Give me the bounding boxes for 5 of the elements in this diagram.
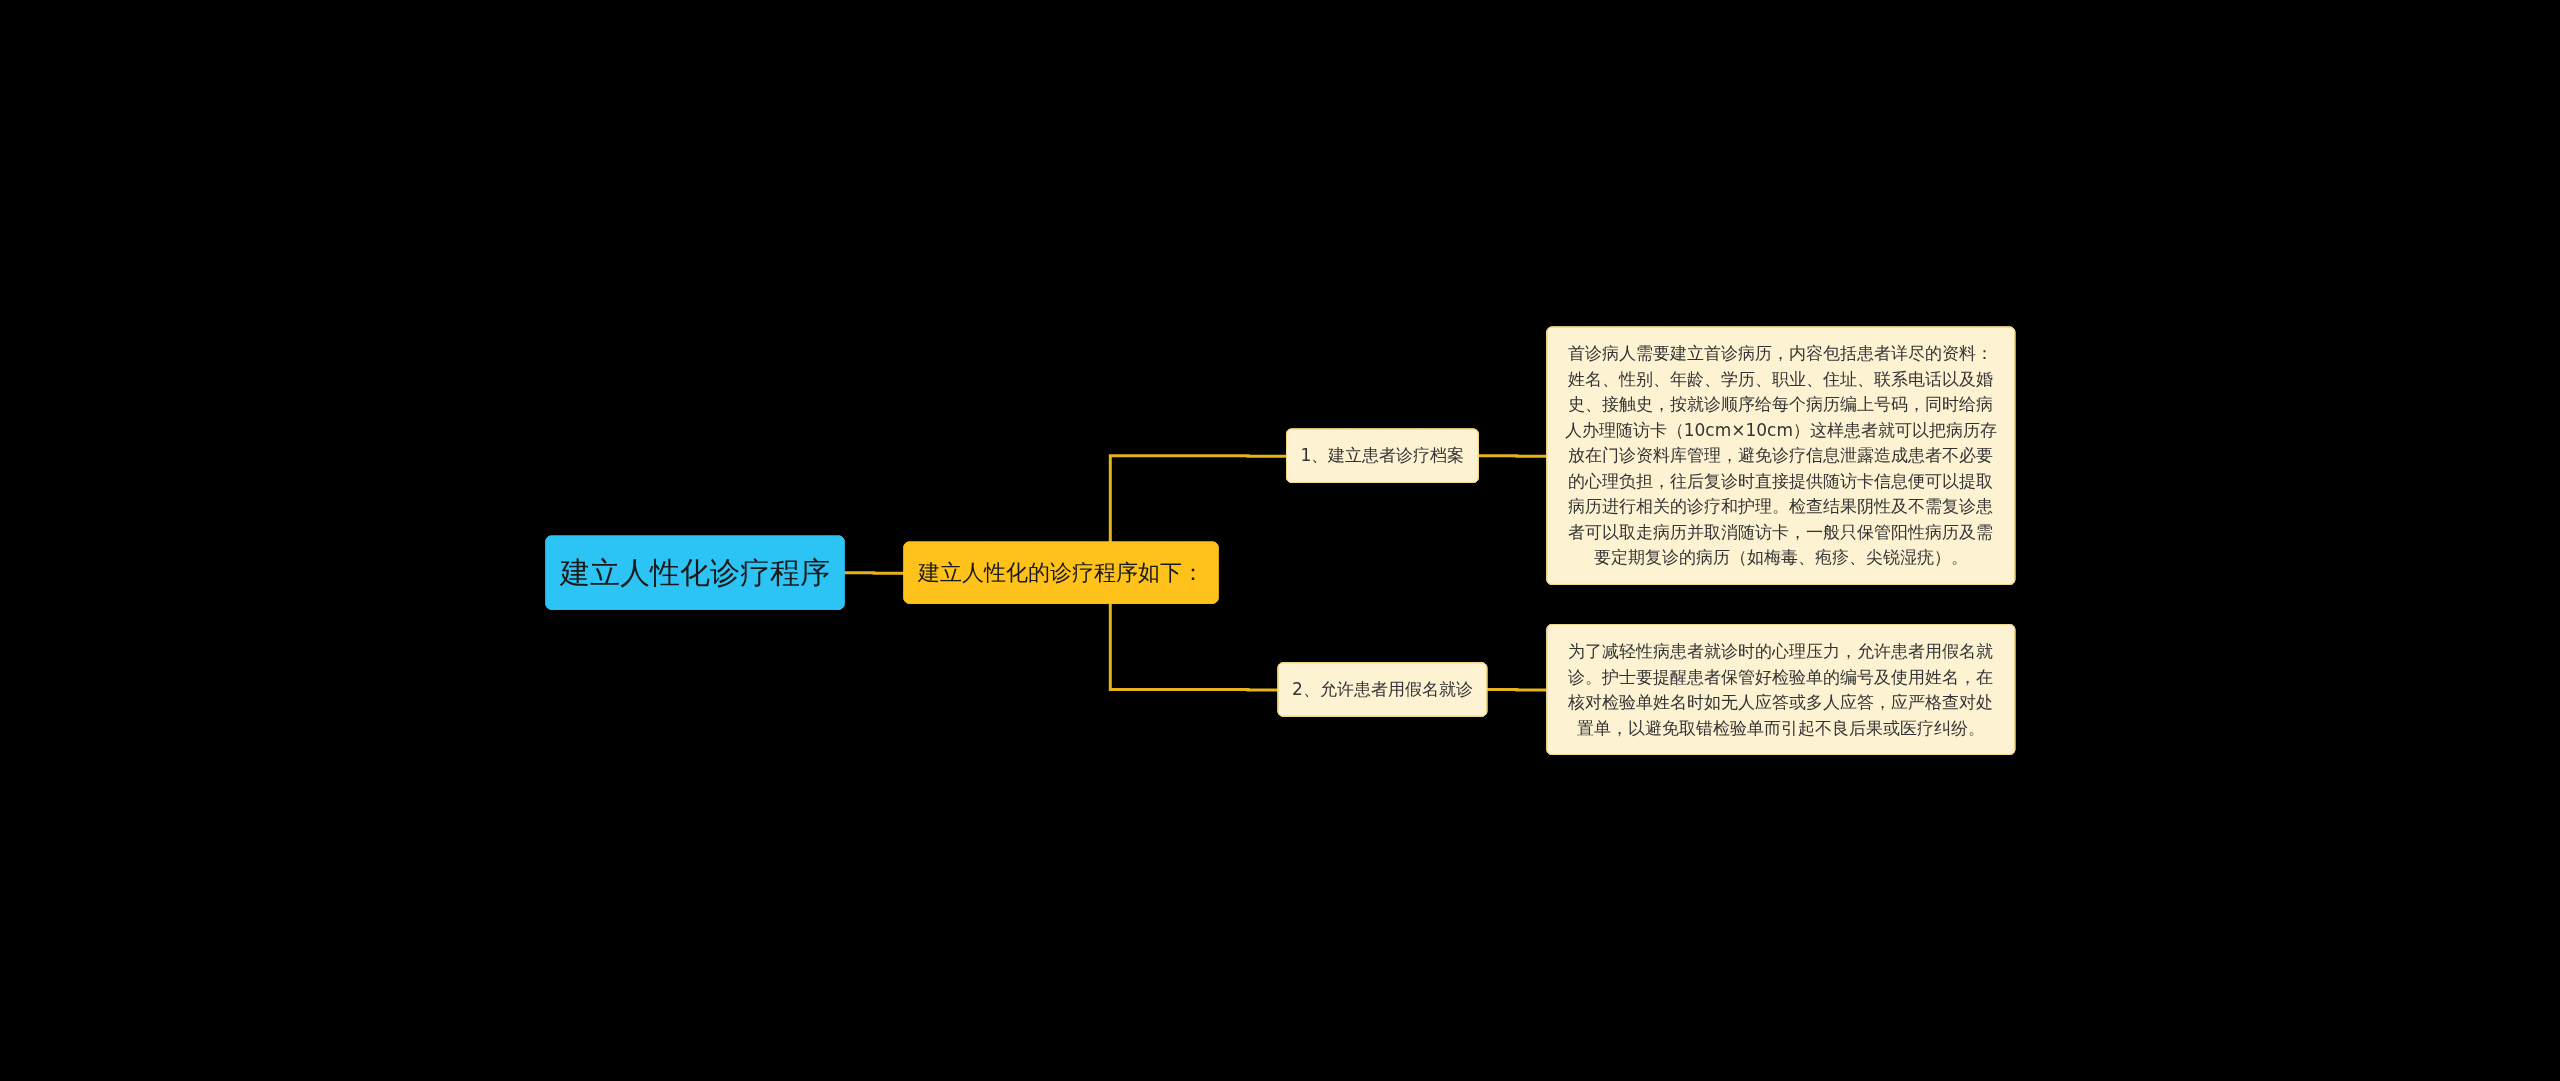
connector [842, 570, 905, 575]
connector [1108, 603, 1279, 692]
connector [1476, 454, 1547, 458]
connector [1485, 687, 1547, 692]
connector [1108, 454, 1287, 543]
